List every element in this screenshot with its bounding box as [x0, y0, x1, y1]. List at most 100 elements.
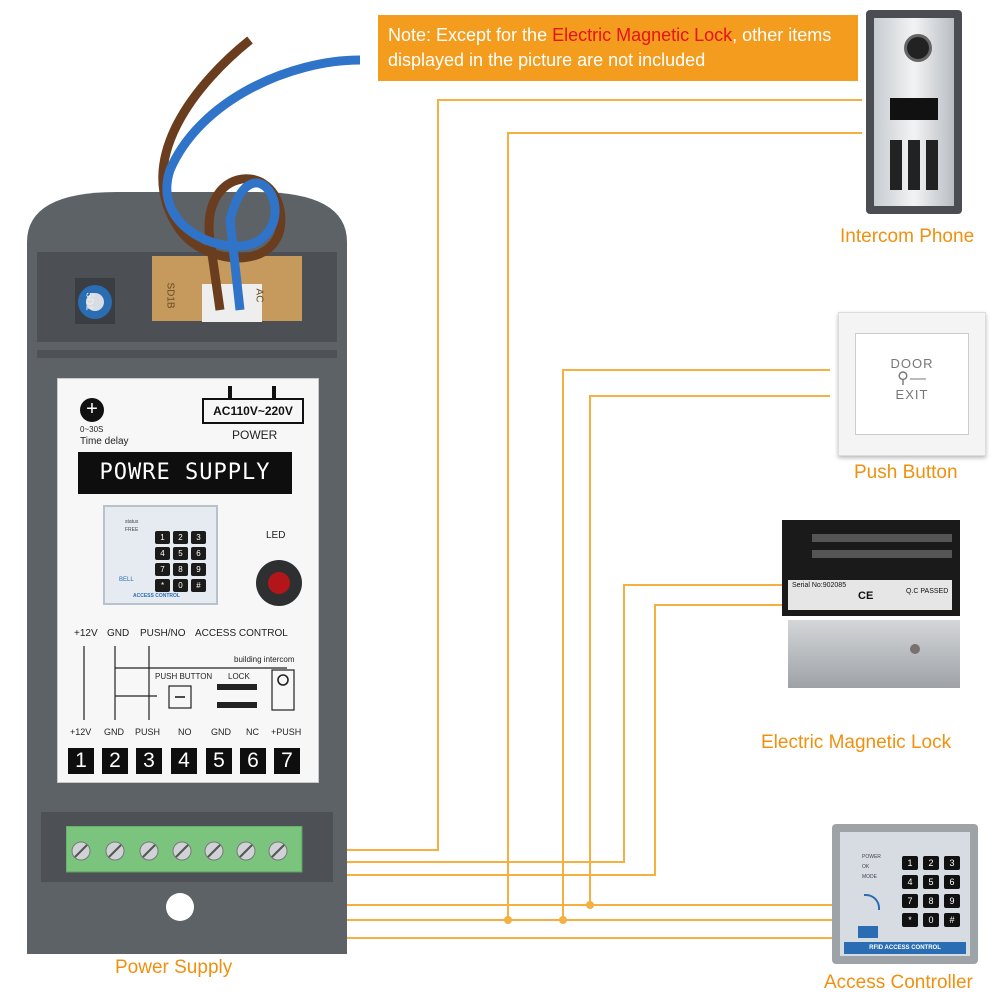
armature-plate	[788, 620, 960, 688]
mini-key: 6	[191, 547, 206, 560]
mini-key: 4	[155, 547, 170, 560]
terminal-number-2: 2	[102, 748, 128, 774]
wire-lock-2	[213, 604, 790, 876]
terminal-number-4: 4	[171, 748, 197, 774]
access-key: *	[902, 913, 918, 927]
mag-lock-ce: CE	[858, 590, 874, 602]
bottom-label-12v: +12V	[70, 727, 92, 737]
led-label: LED	[266, 530, 286, 541]
intercom-phone-label: Intercom Phone	[840, 226, 975, 247]
time-delay-dial-icon: +	[80, 398, 104, 422]
bell-icon	[858, 926, 878, 938]
magnetic-lock-label: Electric Magnetic Lock	[761, 732, 952, 753]
junction-dot	[559, 916, 567, 924]
mini-key: 8	[173, 563, 188, 576]
magnetic-lock-device: Serial No:902085 CE Q.C PASSED	[782, 520, 960, 616]
mini-key: 7	[155, 563, 170, 576]
junction-dot	[504, 916, 512, 924]
access-key: #	[944, 913, 960, 927]
access-status-text: OK	[862, 864, 870, 870]
terminal-number-1: 1	[68, 748, 94, 774]
terminal-block	[66, 826, 303, 873]
mini-key: 0	[173, 579, 188, 592]
mini-key: 1	[155, 531, 170, 544]
access-controller-device: POWER OK MODE 1 2 3 4 5 6 7 8 9 * 0 # RF…	[832, 824, 978, 964]
mini-bell-text: BELL	[119, 577, 134, 583]
access-status-text: MODE	[862, 874, 877, 880]
bottom-label-push-plus: +PUSH	[271, 727, 302, 737]
mag-lock-serial: Serial No:902085	[792, 582, 847, 589]
push-button-door-text: DOOR	[890, 356, 934, 371]
voltage-label: AC110V~220V	[202, 398, 304, 424]
access-key: 0	[923, 913, 939, 927]
top-label-access-control: ACCESS CONTROL	[195, 628, 288, 639]
lock-schematic-label: LOCK	[228, 672, 250, 681]
access-key: 2	[923, 856, 939, 870]
note-prefix: Note: Except for the	[388, 25, 553, 45]
mini-status-text: FREE	[125, 527, 139, 533]
bottom-label-gnd: GND	[104, 727, 124, 737]
input-cables	[158, 36, 361, 311]
panel-schematic	[83, 646, 295, 720]
wire-intercom-2	[507, 132, 862, 920]
access-key: 5	[923, 875, 939, 889]
wire-lock-1	[245, 584, 790, 863]
mini-key: 3	[191, 531, 206, 544]
access-key: 8	[923, 894, 939, 908]
top-label-12v: +12V	[74, 628, 98, 639]
wire-push-2	[589, 395, 830, 905]
terminal-number-3: 3	[136, 748, 162, 774]
voltage-tabs	[228, 386, 276, 398]
bottom-label-nc: NC	[246, 727, 259, 737]
board-label: SD1B	[164, 282, 176, 309]
panel-title: POWRE SUPPLY	[78, 452, 292, 494]
intercom-phone-device	[866, 10, 962, 214]
top-label-push-no: PUSH/NO	[140, 628, 186, 639]
mini-keypad-caption: ACCESS CONTROL	[133, 593, 180, 599]
note-suffix: , other items displayed in the picture a…	[388, 25, 832, 70]
note-highlight: Electric Magnetic Lock	[552, 25, 733, 45]
key-icon: ⚲—	[897, 370, 927, 387]
bottom-label-push: PUSH	[135, 727, 161, 737]
rfid-icon	[864, 894, 880, 910]
top-label-gnd: GND	[107, 628, 130, 639]
mini-key: 5	[173, 547, 188, 560]
time-delay-text: Time delay	[80, 436, 129, 447]
push-button-schematic-label: PUSH BUTTON	[155, 672, 213, 681]
terminal-number-7: 7	[274, 748, 300, 774]
wire-intercom-1	[290, 99, 862, 851]
access-key: 3	[944, 856, 960, 870]
access-key: 1	[902, 856, 918, 870]
mag-lock-qc: Q.C PASSED	[906, 588, 949, 595]
push-button-device: DOOR ⚲— EXIT	[838, 312, 986, 456]
pot-label: 5D1	[83, 292, 95, 311]
terminal-number-6: 6	[240, 748, 266, 774]
terminal-number-5: 5	[206, 748, 232, 774]
access-key: 7	[902, 894, 918, 908]
power-supply-label: Power Supply	[115, 957, 233, 978]
bottom-label-gnd2: GND	[211, 727, 231, 737]
junction-dot	[586, 901, 594, 909]
mini-key: #	[191, 579, 206, 592]
bottom-label-no: NO	[178, 727, 192, 737]
wire-push-1	[562, 369, 830, 920]
access-keypad-grid: 1 2 3 4 5 6 7 8 9 * 0 #	[902, 856, 960, 927]
note-box: Note: Except for the Electric Magnetic L…	[378, 15, 858, 81]
access-status-text: POWER	[862, 854, 881, 860]
mini-access-keypad: status FREE BELL 1 2 3 4 5 6 7 8 9 * 0 #…	[103, 505, 218, 605]
mini-key: *	[155, 579, 170, 592]
mini-keypad-grid: 1 2 3 4 5 6 7 8 9 * 0 #	[155, 531, 213, 592]
building-intercom-label: building intercom	[234, 655, 295, 664]
access-key: 6	[944, 875, 960, 889]
led-indicator	[256, 560, 302, 606]
time-range-text: 0~30S	[80, 425, 104, 434]
mini-key: 2	[173, 531, 188, 544]
board-ac-label: AC	[253, 288, 265, 303]
push-button-exit-text: EXIT	[895, 387, 929, 402]
mini-key: 9	[191, 563, 206, 576]
access-controller-caption: RFID ACCESS CONTROL	[844, 942, 966, 954]
push-button-label: Push Button	[854, 462, 958, 483]
access-key: 9	[944, 894, 960, 908]
mini-status-text: status	[125, 519, 139, 525]
